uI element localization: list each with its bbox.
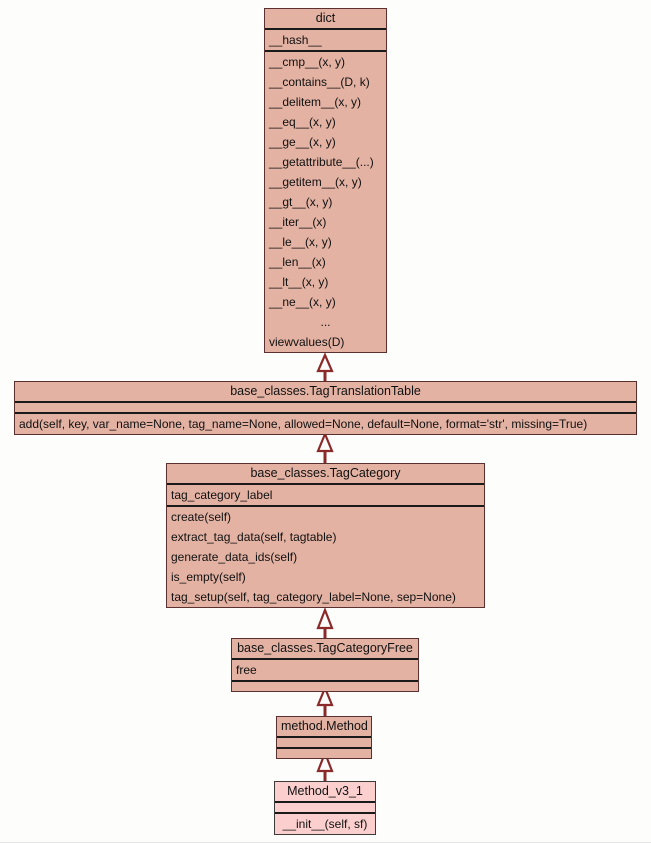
method-row: __getattribute__(...) bbox=[269, 155, 374, 169]
method-row: __eq__(x, y) bbox=[269, 115, 336, 129]
attribute-row: tag_category_label bbox=[171, 488, 273, 502]
class-attributes-tagtranslationtable bbox=[15, 403, 636, 414]
attribute-row: free bbox=[236, 663, 257, 677]
uml-class-tagcategory[interactable]: base_classes.TagCategory tag_category_la… bbox=[166, 463, 485, 608]
uml-class-methodv31[interactable]: Method_v3_1 __init__(self, sf) bbox=[274, 781, 376, 835]
class-methods-dict: __cmp__(x, y) __contains__(D, k) __delit… bbox=[265, 52, 386, 352]
method-row: tag_setup(self, tag_category_label=None,… bbox=[171, 590, 456, 604]
uml-class-methodmethod[interactable]: method.Method bbox=[276, 716, 372, 759]
edge-tagcategory-to-tagtranslationtable bbox=[316, 431, 334, 463]
class-methods-tagcategory: create(self) extract_tag_data(self, tagt… bbox=[167, 507, 484, 607]
method-row: __getitem__(x, y) bbox=[269, 175, 362, 189]
empty-attributes bbox=[277, 738, 371, 747]
class-attributes-tagcategory: tag_category_label bbox=[167, 485, 484, 507]
method-row: __delitem__(x, y) bbox=[269, 95, 362, 109]
method-row: add(self, key, var_name=None, tag_name=N… bbox=[19, 417, 588, 431]
method-row: __len__(x) bbox=[269, 255, 326, 269]
uml-class-tagcategoryfree[interactable]: base_classes.TagCategoryFree free bbox=[231, 638, 419, 692]
class-attributes-methodmethod bbox=[277, 738, 371, 749]
method-row: __ne__(x, y) bbox=[269, 295, 336, 309]
uml-class-tagtranslationtable[interactable]: base_classes.TagTranslationTable add(sel… bbox=[14, 381, 637, 435]
class-title-tagcategory: base_classes.TagCategory bbox=[167, 464, 484, 485]
class-attributes-methodv31 bbox=[275, 803, 375, 814]
method-row: __iter__(x) bbox=[269, 215, 327, 229]
method-row: __contains__(D, k) bbox=[269, 75, 370, 89]
method-row: generate_data_ids(self) bbox=[171, 550, 298, 564]
method-row: __lt__(x, y) bbox=[269, 275, 329, 289]
class-title-tagcategoryfree: base_classes.TagCategoryFree bbox=[232, 639, 418, 660]
class-title-methodmethod: method.Method bbox=[277, 717, 371, 738]
method-row-ellipsis: ... bbox=[320, 315, 331, 329]
empty-attributes bbox=[275, 803, 375, 812]
class-attributes-dict: __hash__ bbox=[265, 30, 386, 52]
method-row: __cmp__(x, y) bbox=[269, 55, 346, 69]
class-methods-methodmethod bbox=[277, 749, 371, 758]
method-row: __init__(self, sf) bbox=[282, 817, 368, 831]
class-attributes-tagcategoryfree: free bbox=[232, 660, 418, 682]
edge-tagcategoryfree-to-tagcategory bbox=[316, 606, 334, 638]
attribute-row: __hash__ bbox=[269, 33, 322, 47]
class-title-methodv31: Method_v3_1 bbox=[275, 782, 375, 803]
class-title-tagtranslationtable: base_classes.TagTranslationTable bbox=[15, 382, 636, 403]
method-row: create(self) bbox=[171, 510, 232, 524]
empty-attributes bbox=[15, 403, 636, 412]
method-row: __le__(x, y) bbox=[269, 235, 332, 249]
empty-methods bbox=[277, 749, 371, 758]
empty-methods bbox=[232, 682, 418, 691]
class-methods-methodv31: __init__(self, sf) bbox=[275, 814, 375, 834]
method-row: extract_tag_data(self, tagtable) bbox=[171, 530, 337, 544]
method-row: __ge__(x, y) bbox=[269, 135, 336, 149]
edge-tagtranslationtable-to-dict bbox=[316, 352, 334, 381]
class-methods-tagcategoryfree bbox=[232, 682, 418, 691]
uml-class-dict[interactable]: dict __hash__ __cmp__(x, y) __contains__… bbox=[264, 8, 387, 353]
method-row: viewvalues(D) bbox=[269, 335, 345, 349]
edge-methodmethod-to-tagcategoryfree bbox=[316, 685, 334, 716]
method-row: is_empty(self) bbox=[171, 570, 246, 584]
class-methods-tagtranslationtable: add(self, key, var_name=None, tag_name=N… bbox=[15, 414, 636, 434]
method-row: __gt__(x, y) bbox=[269, 195, 333, 209]
class-title-dict: dict bbox=[265, 9, 386, 30]
